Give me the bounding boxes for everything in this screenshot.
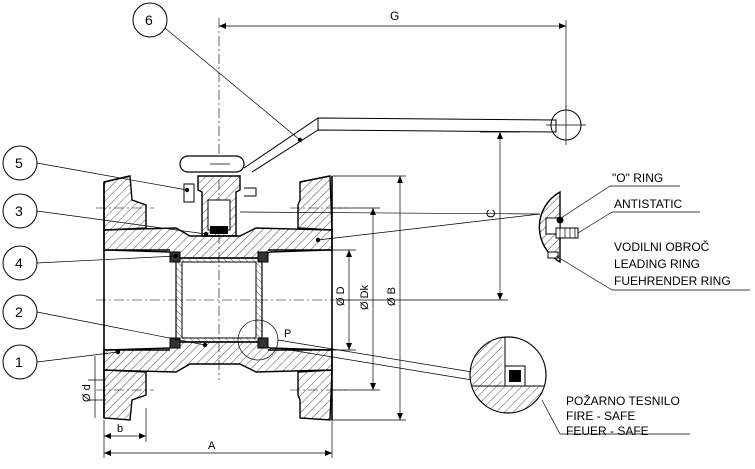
callout-2: 2 (2, 294, 38, 330)
label-fire-safe-2: FIRE - SAFE (566, 409, 635, 423)
callout-1-label: 1 (15, 354, 23, 370)
callout-3: 3 (2, 193, 38, 229)
callout-4-label: 4 (15, 255, 23, 271)
label-fire-safe-1: POŽARNO TESNILO (566, 393, 680, 408)
valve-body (96, 18, 586, 421)
callout-1: 1 (2, 344, 38, 380)
callout-2-label: 2 (15, 304, 23, 320)
label-antistatic: ANTISTATIC (614, 197, 683, 211)
label-o-ring: "O" RING (612, 171, 663, 185)
label-leading-ring-1: VODILNI OBROČ (614, 239, 710, 254)
dim-label-b: Ø B (386, 287, 398, 306)
callout-6: 6 (132, 2, 168, 38)
detail-stem-seal (538, 185, 750, 291)
dimension-lines (88, 20, 567, 458)
detail-p-marker (237, 319, 473, 381)
label-fire-safe-3: FEUER - SAFE (566, 424, 649, 438)
dim-label-d-small: Ø d (81, 384, 93, 402)
callout-6-label: 6 (145, 12, 153, 28)
dim-label-dk: Ø Dk (359, 284, 371, 310)
detail-label-p: P (284, 328, 291, 340)
label-leading-ring-2: LEADING RING (614, 257, 700, 271)
callout-leaders (36, 27, 541, 363)
dim-label-a: A (208, 440, 216, 452)
callout-5-label: 5 (15, 155, 23, 171)
label-leading-ring-3: FUEHRENDER RING (614, 274, 731, 288)
callout-3-label: 3 (15, 203, 23, 219)
dim-label-d: Ø D (335, 286, 347, 306)
dim-label-g: G (390, 9, 399, 23)
callout-5: 5 (2, 145, 38, 181)
dim-label-b-small: b (117, 423, 123, 435)
callout-4: 4 (2, 245, 38, 281)
